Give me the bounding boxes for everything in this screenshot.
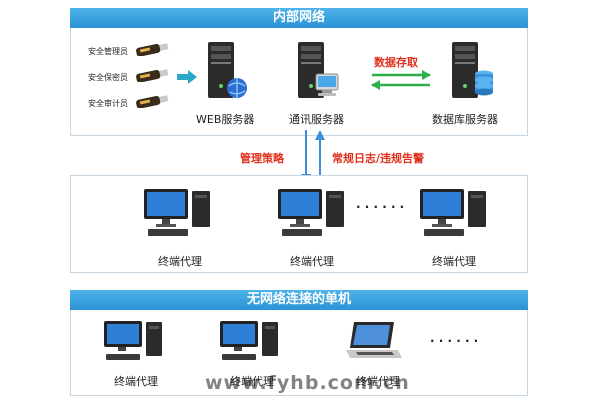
- watermark-text: www.fyhb.com.cn: [205, 372, 410, 394]
- comm-server-icon: [298, 42, 339, 98]
- standalone-title: 无网络连接的单机: [70, 290, 528, 310]
- desktop-pc-icon: [420, 189, 486, 236]
- standalone-agent-label: 终端代理: [230, 375, 274, 388]
- database-server-icon: [452, 42, 493, 98]
- terminal-ellipsis: · · · · · ·: [356, 200, 405, 214]
- usb-key-label-audit: 安全审计员: [88, 99, 128, 108]
- usb-key-label-security: 安全保密员: [88, 73, 128, 82]
- usb-key-icon: [136, 43, 169, 56]
- internal-network-title: 内部网络: [70, 8, 528, 28]
- database-server-label: 数据库服务器: [432, 113, 498, 126]
- desktop-pc-icon: [278, 189, 344, 236]
- comm-server-label: 通讯服务器: [289, 113, 344, 126]
- usb-key-icon: [136, 95, 169, 108]
- data-access-label: 数据存取: [374, 56, 418, 69]
- usb-key-icon: [136, 69, 169, 82]
- terminal-agent-label: 终端代理: [290, 255, 334, 268]
- terminal-agent-label: 终端代理: [158, 255, 202, 268]
- terminal-agent-label: 终端代理: [432, 255, 476, 268]
- usb-to-web-arrow-icon: [177, 70, 197, 84]
- desktop-pc-icon: [220, 321, 278, 360]
- standalone-panel: 无网络连接的单机: [70, 290, 528, 396]
- desktop-pc-icon: [144, 189, 210, 236]
- web-server-label: WEB服务器: [196, 113, 255, 126]
- management-policy-label: 管理策略: [240, 152, 284, 165]
- internal-network-panel: 内部网络: [70, 8, 528, 136]
- laptop-icon: [346, 322, 402, 358]
- desktop-pc-icon: [104, 321, 162, 360]
- usb-key-label-admin: 安全管理员: [88, 47, 128, 56]
- web-server-icon: [208, 42, 247, 98]
- standalone-agent-label: 终端代理: [356, 375, 400, 388]
- logs-alerts-label: 常规日志/违规告警: [332, 152, 425, 165]
- standalone-ellipsis: · · · · · ·: [430, 334, 479, 348]
- standalone-agent-label: 终端代理: [114, 375, 158, 388]
- data-access-arrows-icon: [371, 70, 431, 90]
